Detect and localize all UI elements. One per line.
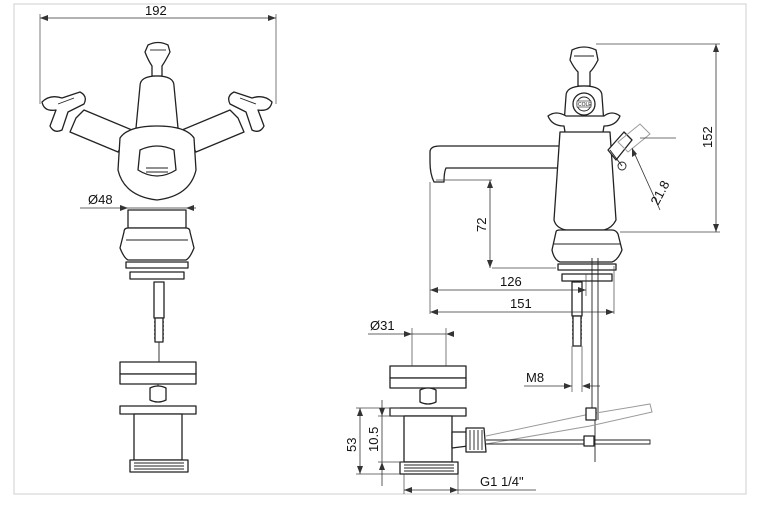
spout-height-label: 72 [474,218,489,232]
logo-text: COLE [578,102,592,108]
side-dimensions [356,43,720,494]
spout-reach-outer-label: 151 [510,296,532,311]
waste-thread-label: G1 1/4" [480,474,524,489]
lever-offset-label: 21.8 [647,178,672,207]
waste-offset-label: 10.5 [366,427,381,452]
waste-height-label: 53 [344,438,359,452]
thread-size-label: M8 [526,370,544,385]
front-view-tap [41,41,273,362]
drawing-frame [13,3,747,495]
body-diameter-label: Ø48 [88,192,113,207]
side-view-waste [389,365,653,475]
side-view-tap: COLE [429,46,651,462]
overall-height-label: 152 [700,126,715,148]
spout-reach-inner-label: 126 [500,274,522,289]
front-dimensions [39,14,277,211]
front-view-waste [119,361,197,473]
waste-diameter-label: Ø31 [370,318,395,333]
overall-width-label: 192 [145,3,167,18]
